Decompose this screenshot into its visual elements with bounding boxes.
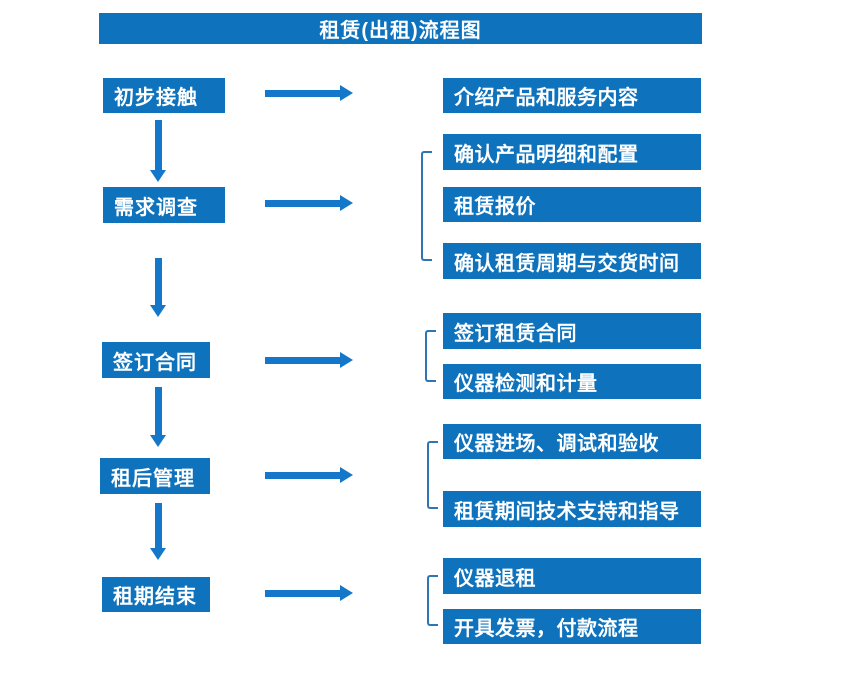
- right-arrow-icon: [265, 352, 353, 368]
- right-arrow-icon: [265, 467, 353, 483]
- right-arrow-icon: [265, 585, 353, 601]
- right-arrow-icon: [265, 85, 353, 101]
- step-box-demand-survey: 需求调查: [103, 187, 225, 223]
- step-box-lease-end: 租期结束: [102, 577, 210, 612]
- detail-box-confirm-rental-period-delivery: 确认租赁周期与交货时间: [443, 243, 701, 279]
- step-box-initial-contact: 初步接触: [103, 78, 225, 113]
- detail-box-invoice-payment-process: 开具发票，付款流程: [443, 609, 701, 644]
- detail-box-technical-support-guidance: 租赁期间技术支持和指导: [443, 491, 701, 527]
- detail-box-instrument-testing-metrology: 仪器检测和计量: [443, 364, 701, 399]
- group-bracket: [421, 151, 432, 261]
- down-arrow-icon: [150, 258, 166, 317]
- step-box-sign-contract: 签订合同: [102, 342, 210, 378]
- detail-box-instrument-setup-acceptance: 仪器进场、调试和验收: [443, 424, 701, 459]
- group-bracket: [425, 330, 436, 382]
- flowchart-title: 租赁(出租)流程图: [99, 13, 702, 44]
- step-box-post-rental-management: 租后管理: [100, 458, 210, 494]
- group-bracket: [427, 441, 438, 509]
- detail-box-rental-quotation: 租赁报价: [443, 187, 701, 222]
- detail-box-confirm-product-details: 确认产品明细和配置: [443, 134, 701, 170]
- down-arrow-icon: [150, 387, 166, 447]
- detail-box-instrument-return: 仪器退租: [443, 558, 701, 594]
- down-arrow-icon: [150, 503, 166, 560]
- detail-box-sign-rental-contract: 签订租赁合同: [443, 313, 701, 349]
- down-arrow-icon: [150, 120, 166, 182]
- right-arrow-icon: [265, 195, 353, 211]
- group-bracket: [427, 575, 438, 626]
- detail-box-introduce-products-services: 介绍产品和服务内容: [443, 78, 701, 113]
